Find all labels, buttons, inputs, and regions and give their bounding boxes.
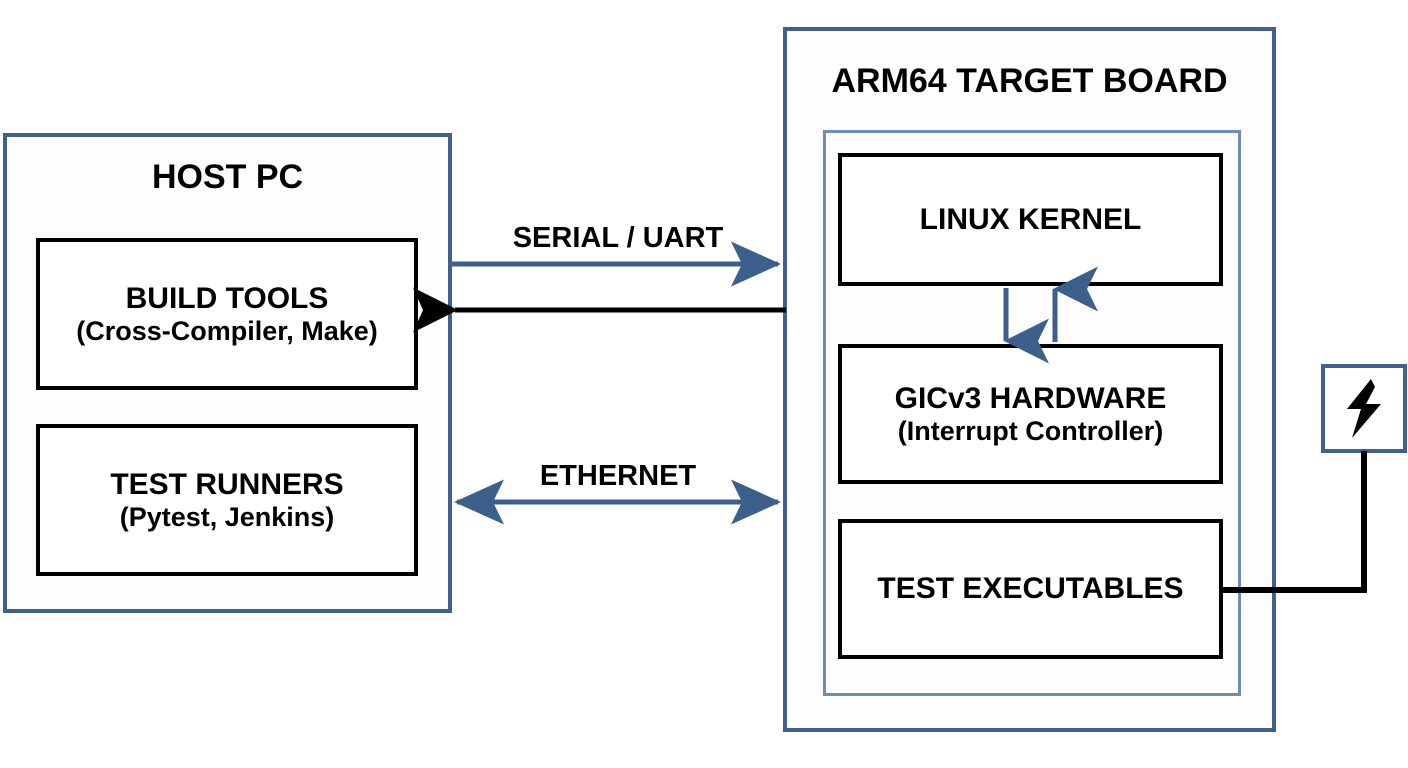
build-tools-subtitle: (Cross-Compiler, Make)	[76, 315, 378, 346]
gicv3-hardware-box[interactable]: GICv3 HARDWARE (Interrupt Controller)	[838, 344, 1223, 484]
gicv3-hardware-title: GICv3 HARDWARE	[894, 382, 1167, 416]
build-tools-title: BUILD TOOLS	[125, 282, 329, 316]
linux-kernel-box[interactable]: LINUX KERNEL	[838, 153, 1223, 286]
test-runners-subtitle: (Pytest, Jenkins)	[119, 501, 335, 532]
test-executables-title: TEST EXECUTABLES	[877, 572, 1184, 606]
serial-uart-label: SERIAL / UART	[512, 222, 724, 254]
linux-kernel-title: LINUX KERNEL	[919, 202, 1142, 236]
lightning-bolt-icon	[1347, 378, 1381, 438]
ethernet-label: ETHERNET	[539, 460, 697, 492]
power-source-box[interactable]	[1321, 364, 1407, 453]
test-executables-box[interactable]: TEST EXECUTABLES	[838, 519, 1223, 659]
test-runners-title: TEST RUNNERS	[110, 468, 344, 502]
test-runners-box[interactable]: TEST RUNNERS (Pytest, Jenkins)	[36, 424, 418, 576]
gicv3-hardware-subtitle: (Interrupt Controller)	[897, 415, 1164, 446]
host-pc-title: HOST PC	[151, 158, 304, 196]
arm64-target-board-title: ARM64 TARGET BOARD	[831, 62, 1228, 100]
build-tools-box[interactable]: BUILD TOOLS (Cross-Compiler, Make)	[36, 238, 418, 390]
